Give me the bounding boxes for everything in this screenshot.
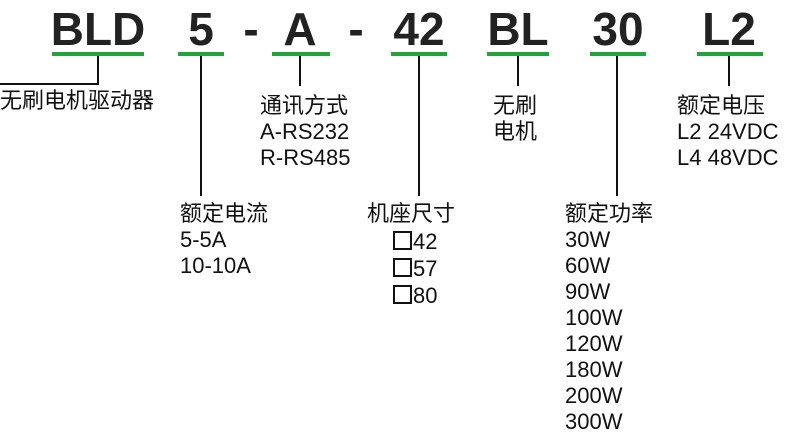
dash-separator-1: - bbox=[243, 3, 258, 55]
motor-annotation: 无刷 电机 bbox=[493, 94, 537, 145]
motor-code: BL bbox=[487, 3, 548, 55]
square-frame-icon bbox=[393, 285, 412, 304]
frame-option: 57 bbox=[413, 256, 437, 281]
motor-label-line: 无刷 bbox=[493, 94, 537, 119]
square-frame-icon bbox=[393, 258, 412, 277]
square-frame-icon bbox=[393, 231, 412, 250]
model-code-row: BLD 5 - A - 42 BL 30 L2 bbox=[51, 3, 763, 56]
voltage-underline bbox=[697, 52, 763, 56]
frame-option: 42 bbox=[413, 229, 437, 254]
power-option: 60W bbox=[565, 253, 610, 278]
series-leader bbox=[0, 56, 99, 85]
voltage-title: 额定电压 bbox=[677, 94, 765, 119]
comm-option: R-RS485 bbox=[260, 145, 350, 170]
frame-code: 42 bbox=[393, 3, 444, 55]
power-option: 300W bbox=[565, 409, 623, 434]
series-code: BLD bbox=[51, 3, 146, 55]
motor-label-line: 电机 bbox=[493, 120, 537, 145]
power-option: 120W bbox=[565, 331, 623, 356]
current-option: 10-10A bbox=[180, 253, 251, 278]
current-option: 5-5A bbox=[180, 227, 227, 252]
power-option: 90W bbox=[565, 279, 610, 304]
comm-code: A bbox=[283, 3, 316, 55]
frame-annotation: 机座尺寸 42 57 80 bbox=[367, 202, 455, 308]
voltage-code: L2 bbox=[702, 3, 756, 55]
comm-option: A-RS232 bbox=[260, 119, 349, 144]
current-code: 5 bbox=[188, 3, 214, 55]
power-option: 200W bbox=[565, 383, 623, 408]
comm-title: 通讯方式 bbox=[260, 94, 348, 119]
power-annotation: 额定功率 30W 60W 90W 100W 120W 180W 200W 300… bbox=[565, 202, 653, 434]
series-underline bbox=[52, 52, 144, 56]
leader-lines bbox=[0, 56, 730, 196]
power-code: 30 bbox=[592, 3, 643, 55]
frame-option: 80 bbox=[413, 283, 437, 308]
power-underline bbox=[590, 52, 646, 56]
frame-underline bbox=[391, 52, 447, 56]
current-annotation: 额定电流 5-5A 10-10A bbox=[180, 202, 268, 278]
comm-underline bbox=[272, 52, 330, 56]
current-title: 额定电流 bbox=[180, 202, 268, 227]
dash-separator-2: - bbox=[348, 3, 363, 55]
voltage-option: L4 48VDC bbox=[677, 145, 779, 170]
power-title: 额定功率 bbox=[565, 202, 653, 227]
power-option: 30W bbox=[565, 227, 610, 252]
power-option: 180W bbox=[565, 357, 623, 382]
series-annotation: 无刷电机驱动器 bbox=[0, 89, 154, 114]
power-option: 100W bbox=[565, 305, 623, 330]
motor-underline bbox=[487, 52, 549, 56]
voltage-option: L2 24VDC bbox=[677, 119, 779, 144]
comm-annotation: 通讯方式 A-RS232 R-RS485 bbox=[260, 94, 350, 170]
current-underline bbox=[178, 52, 224, 56]
voltage-annotation: 额定电压 L2 24VDC L4 48VDC bbox=[677, 94, 779, 170]
frame-title: 机座尺寸 bbox=[367, 202, 455, 227]
series-title: 无刷电机驱动器 bbox=[0, 89, 154, 114]
